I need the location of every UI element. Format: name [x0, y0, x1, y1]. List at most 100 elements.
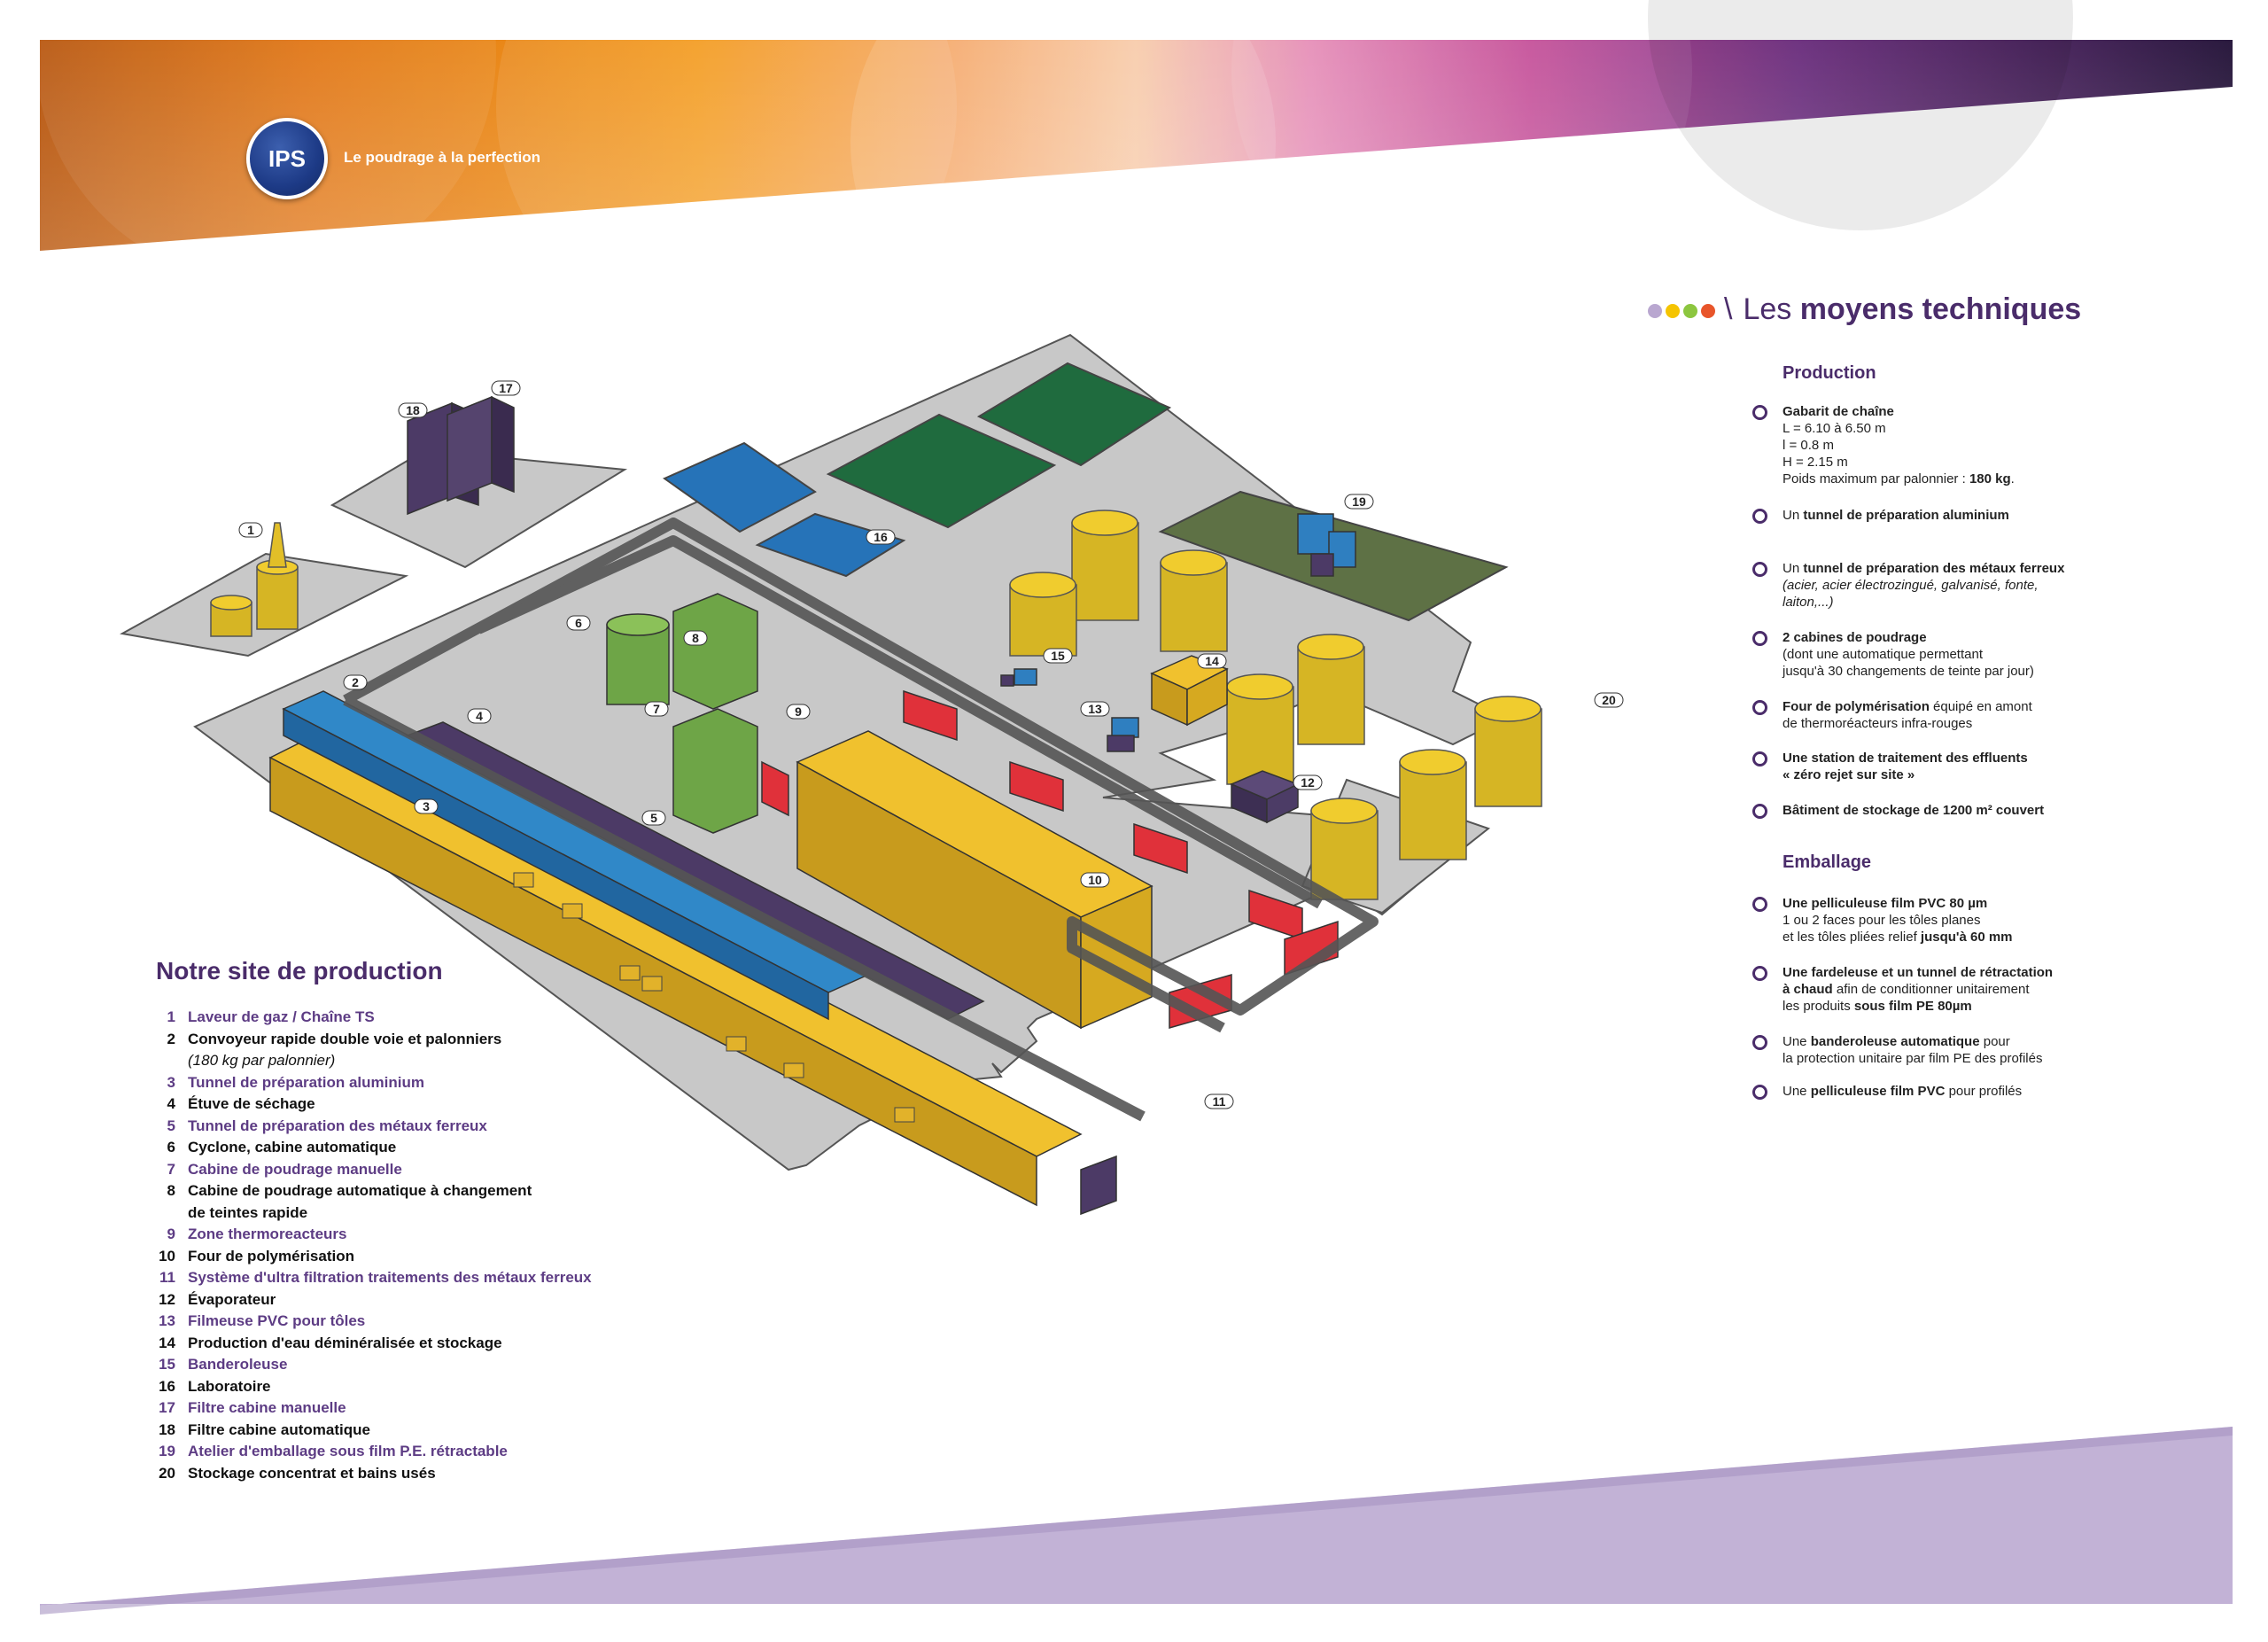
- tag-10: 10: [1080, 872, 1110, 888]
- production-item-7: Bâtiment de stockage de 1200 m² couvert: [1752, 802, 2213, 819]
- filter-boxes: [407, 395, 515, 516]
- svg-text:13: 13: [1088, 702, 1102, 716]
- bullet-icon: [1752, 1035, 1767, 1050]
- emballage-item-2: Une fardeleuse et un tunnel de rétractat…: [1752, 964, 2213, 1015]
- ips-logo: IPS: [246, 118, 328, 199]
- legend-sub-label: (180 kg par palonnier): [188, 1052, 336, 1069]
- tag-14: 14: [1197, 653, 1227, 669]
- production-heading: Production: [1783, 363, 1876, 383]
- color-dots-icon: [1648, 304, 1715, 319]
- tag-17: 17: [491, 380, 521, 396]
- legend-label: Laboratoire: [188, 1377, 271, 1395]
- bullet-icon: [1752, 405, 1767, 420]
- svg-text:14: 14: [1205, 654, 1219, 668]
- tagline: Le poudrage à la perfection: [344, 149, 540, 166]
- svg-text:3: 3: [423, 799, 430, 813]
- bullet-icon: [1752, 509, 1767, 524]
- svg-text:19: 19: [1352, 494, 1366, 509]
- legend-label: Filtre cabine automatique: [188, 1420, 370, 1438]
- legend-number: 5: [167, 1117, 175, 1134]
- tag-6: 6: [566, 615, 591, 631]
- legend-number: 1: [167, 1008, 175, 1025]
- legend-label: Étuve de séchage: [188, 1095, 315, 1112]
- legend-label: Tunnel de préparation des métaux ferreux: [188, 1117, 487, 1134]
- curing-panels: [761, 689, 1339, 1029]
- legend-number: 9: [167, 1226, 175, 1242]
- svg-text:17: 17: [499, 381, 513, 395]
- svg-text:2: 2: [352, 675, 359, 689]
- site-title: Notre site de production: [156, 957, 443, 984]
- legend-label: Convoyeur rapide double voie et palonnie…: [188, 1030, 502, 1047]
- emballage-heading: Emballage: [1783, 852, 1872, 872]
- legend-number: 4: [167, 1095, 175, 1112]
- tag-2: 2: [343, 674, 368, 690]
- svg-text:16: 16: [874, 530, 888, 544]
- tag-8: 8: [683, 630, 708, 646]
- svg-text:8: 8: [692, 631, 699, 645]
- bullet-icon: [1752, 631, 1767, 646]
- svg-text:15: 15: [1051, 649, 1065, 663]
- legend-label: Four de polymérisation: [188, 1247, 354, 1265]
- title-light: Les: [1743, 292, 1792, 326]
- legend-label: Atelier d'emballage sous film P.E. rétra…: [188, 1443, 508, 1459]
- legend-number: 11: [159, 1269, 175, 1286]
- tag-5: 5: [641, 810, 666, 826]
- tag-12: 12: [1293, 774, 1323, 790]
- tag-7: 7: [644, 701, 669, 717]
- svg-text:5: 5: [650, 811, 657, 825]
- legend-number: 19: [159, 1443, 175, 1459]
- conveyor: [343, 518, 1379, 1122]
- legend-label: Laveur de gaz / Chaîne TS: [188, 1008, 375, 1025]
- svg-text:10: 10: [1088, 873, 1102, 887]
- section-title: \Les moyens techniques: [1648, 292, 2215, 327]
- legend-number: 3: [167, 1073, 175, 1091]
- diagram-tags: 1 2 3 4 5 6 7 8 9 10 11 12 13 14 15 16 1…: [238, 380, 1624, 1109]
- bullet-icon: [1752, 751, 1767, 767]
- svg-text:6: 6: [575, 616, 582, 630]
- legend-number: 14: [159, 1334, 175, 1351]
- production-item-2: Un tunnel de préparation aluminium: [1752, 507, 2213, 524]
- bullet-icon: [1752, 966, 1767, 981]
- svg-text:7: 7: [653, 702, 660, 716]
- legend-label: Filmeuse PVC pour tôles: [188, 1312, 366, 1329]
- bullet-icon: [1752, 804, 1767, 819]
- legend-number: 20: [159, 1464, 175, 1482]
- bullet-icon: [1752, 562, 1767, 577]
- legend-number: 16: [159, 1377, 175, 1395]
- legend-number: 6: [167, 1139, 175, 1156]
- legend-label: Production d'eau déminéralisée et stocka…: [188, 1334, 502, 1351]
- legend-label: Filtre cabine manuelle: [188, 1399, 346, 1416]
- tag-19: 19: [1344, 494, 1374, 510]
- legend-number: 15: [159, 1356, 175, 1373]
- legend-label: Stockage concentrat et bains usés: [188, 1464, 436, 1482]
- legend-label: Cabine de poudrage automatique à changem…: [188, 1182, 532, 1199]
- production-item-3: Un tunnel de préparation des métaux ferr…: [1752, 560, 2213, 611]
- svg-text:9: 9: [795, 704, 802, 719]
- tag-18: 18: [398, 402, 428, 418]
- header-banner: [35, 0, 2233, 266]
- tag-16: 16: [866, 529, 896, 545]
- legend-label: Cabine de poudrage manuelle: [188, 1160, 402, 1178]
- moyens-techniques: \Les moyens techniques: [1648, 292, 2215, 327]
- emballage-item-4: Une pelliculeuse film PVC pour profilés: [1752, 1083, 2213, 1100]
- tag-9: 9: [786, 704, 811, 720]
- svg-text:12: 12: [1301, 775, 1315, 790]
- tag-20: 20: [1594, 692, 1624, 708]
- legend-number: 12: [159, 1290, 175, 1308]
- legend-label: Banderoleuse: [188, 1356, 288, 1373]
- title-bold: moyens techniques: [1799, 292, 2082, 326]
- production-item-6: Une station de traitement des effluents«…: [1752, 750, 2213, 783]
- production-item-1: Gabarit de chaîne L = 6.10 à 6.50 m l = …: [1752, 403, 2213, 487]
- tag-15: 15: [1043, 648, 1073, 664]
- legend-number: 18: [159, 1420, 175, 1438]
- legend-label: Zone thermoreacteurs: [188, 1226, 347, 1242]
- svg-text:20: 20: [1602, 693, 1616, 707]
- legend-number: 13: [159, 1312, 175, 1329]
- svg-text:18: 18: [406, 403, 420, 417]
- plant-diagram: 1 2 3 4 5 6 7 8 9 10 11 12 13 14 15 16 1…: [120, 333, 1624, 1216]
- legend-number: 8: [167, 1182, 175, 1199]
- legend-label: Cyclone, cabine automatique: [188, 1139, 397, 1156]
